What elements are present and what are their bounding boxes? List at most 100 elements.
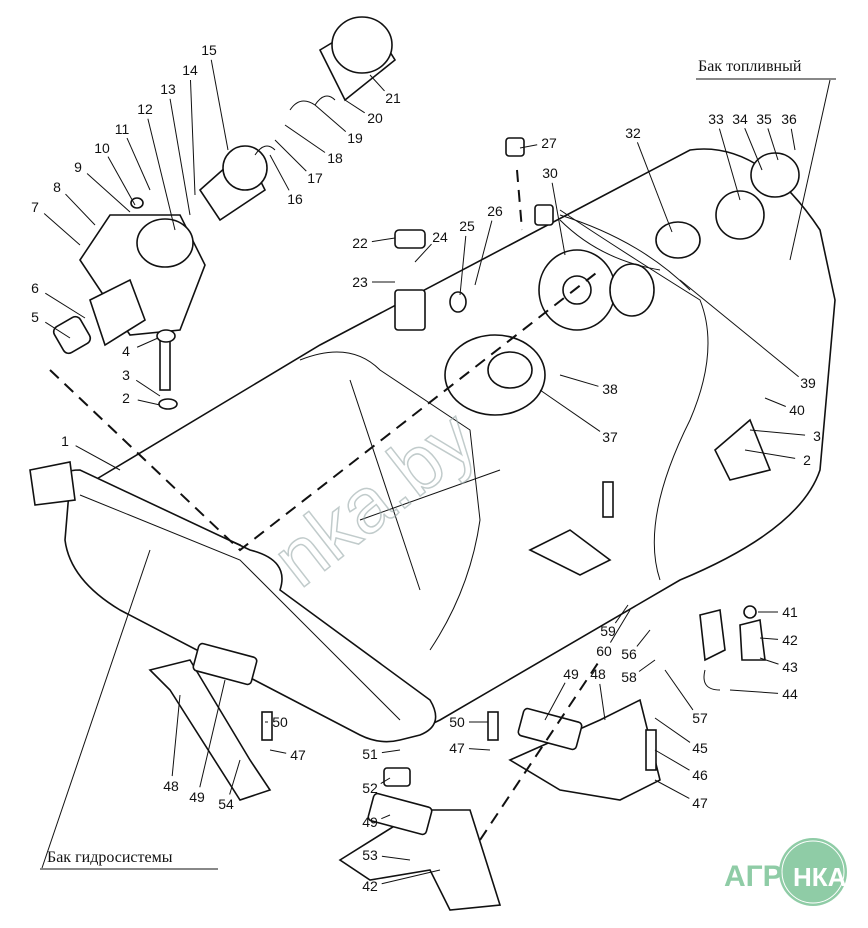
leader-line bbox=[147, 118, 176, 231]
callout-27: 27 bbox=[541, 135, 557, 151]
callout-46: 46 bbox=[692, 767, 708, 783]
leader-line bbox=[45, 321, 71, 339]
callout-24: 24 bbox=[432, 229, 448, 245]
callout-19: 19 bbox=[347, 130, 363, 146]
leader-line bbox=[664, 669, 694, 711]
callout-15: 15 bbox=[201, 42, 217, 58]
leader-line bbox=[654, 749, 690, 771]
callout-7: 7 bbox=[31, 199, 39, 215]
callout-16: 16 bbox=[287, 191, 303, 207]
leader-line bbox=[468, 748, 491, 751]
leader-line bbox=[86, 173, 131, 213]
callout-48: 48 bbox=[590, 666, 606, 682]
callout-50: 50 bbox=[272, 714, 288, 730]
leader-line bbox=[65, 193, 96, 226]
leader-line bbox=[749, 429, 806, 436]
callout-40: 40 bbox=[789, 402, 805, 418]
logo-text-left: АГРО bbox=[724, 860, 806, 893]
callout-1: 1 bbox=[61, 433, 69, 449]
callout-21: 21 bbox=[385, 90, 401, 106]
callout-49: 49 bbox=[563, 666, 579, 682]
valve-assembly bbox=[52, 16, 397, 410]
callout-47: 47 bbox=[290, 747, 306, 763]
callout-18: 18 bbox=[327, 150, 343, 166]
leader-line bbox=[229, 759, 241, 795]
leader-line bbox=[137, 399, 161, 406]
leader-line bbox=[519, 144, 538, 149]
leader-line bbox=[459, 235, 467, 296]
callout-42: 42 bbox=[362, 878, 378, 894]
callout-60: 60 bbox=[596, 643, 612, 659]
callout-10: 10 bbox=[94, 140, 110, 156]
leader-line bbox=[75, 445, 121, 471]
leader-line bbox=[210, 59, 229, 151]
leader-line bbox=[269, 154, 290, 191]
hydraulic-tank-title: Бак гидросистемы bbox=[47, 849, 173, 866]
leader-line bbox=[381, 814, 391, 820]
callout-33: 33 bbox=[708, 111, 724, 127]
callout-41: 41 bbox=[782, 604, 798, 620]
callout-50: 50 bbox=[449, 714, 465, 730]
leader-line bbox=[344, 99, 365, 114]
leader-line bbox=[790, 128, 796, 151]
callout-44: 44 bbox=[782, 686, 798, 702]
leader-line bbox=[539, 389, 601, 432]
leader-line bbox=[474, 220, 493, 286]
callout-25: 25 bbox=[459, 218, 475, 234]
leader-line bbox=[729, 689, 779, 694]
callout-14: 14 bbox=[182, 62, 198, 78]
callout-8: 8 bbox=[53, 179, 61, 195]
callout-51: 51 bbox=[362, 746, 378, 762]
leader-line bbox=[189, 79, 196, 196]
leader-line bbox=[679, 279, 799, 378]
leader-line bbox=[636, 629, 651, 647]
leader-line bbox=[371, 237, 396, 243]
callout-11: 11 bbox=[115, 121, 130, 137]
callout-47: 47 bbox=[449, 740, 465, 756]
hydraulic-tank-leader bbox=[41, 549, 151, 869]
leader-line bbox=[654, 717, 691, 743]
leader-line bbox=[764, 397, 786, 407]
leader-line bbox=[718, 128, 741, 201]
callout-36: 36 bbox=[781, 111, 797, 127]
callout-12: 12 bbox=[137, 101, 153, 117]
leader-line bbox=[43, 213, 81, 246]
leader-line bbox=[414, 243, 432, 263]
callout-6: 6 bbox=[31, 280, 39, 296]
leader-line bbox=[135, 379, 161, 397]
callout-3: 3 bbox=[813, 428, 821, 444]
callout-47: 47 bbox=[692, 795, 708, 811]
callout-26: 26 bbox=[487, 203, 503, 219]
leader-line bbox=[381, 869, 441, 885]
callout-3: 3 bbox=[122, 367, 130, 383]
leader-line bbox=[169, 98, 191, 216]
callout-37: 37 bbox=[602, 429, 618, 445]
callout-17: 17 bbox=[307, 170, 323, 186]
leader-line bbox=[126, 137, 151, 191]
callout-45: 45 bbox=[692, 740, 708, 756]
callout-22: 22 bbox=[352, 235, 368, 251]
callout-4: 4 bbox=[122, 343, 130, 359]
callout-34: 34 bbox=[732, 111, 748, 127]
leader-line bbox=[199, 679, 226, 788]
fuel-tank-title: Бак топливный bbox=[698, 58, 802, 75]
leader-line bbox=[551, 182, 566, 256]
callout-56: 56 bbox=[621, 646, 637, 662]
leader-line bbox=[544, 682, 566, 721]
filler-parts bbox=[394, 137, 800, 416]
callout-39: 39 bbox=[800, 375, 816, 391]
callout-2: 2 bbox=[122, 390, 130, 406]
callout-20: 20 bbox=[367, 110, 383, 126]
leader-line bbox=[638, 659, 656, 672]
callout-52: 52 bbox=[362, 780, 378, 796]
leader-line bbox=[744, 127, 763, 171]
leader-line bbox=[759, 657, 779, 665]
leader-line bbox=[744, 449, 796, 459]
leader-line bbox=[654, 779, 690, 799]
leader-line bbox=[381, 855, 411, 861]
leader-line bbox=[380, 777, 391, 784]
callout-30: 30 bbox=[542, 165, 558, 181]
leader-line bbox=[614, 604, 629, 624]
